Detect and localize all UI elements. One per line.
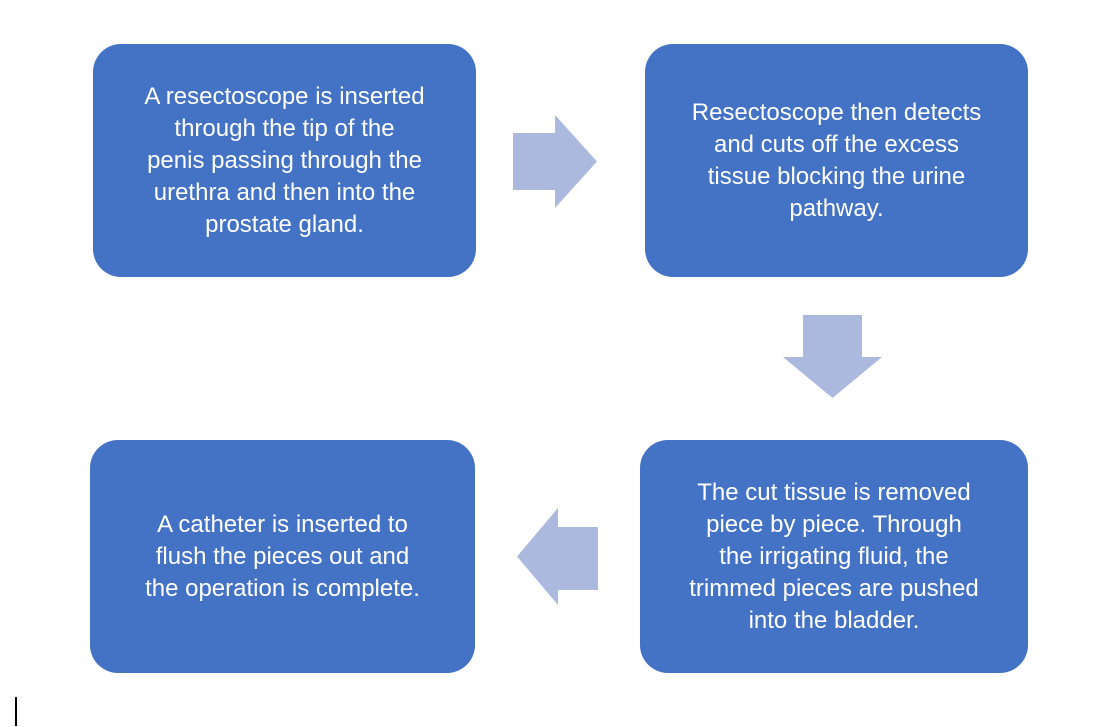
flow-step-2[interactable]: Resectoscope then detects and cuts off t… [645,44,1028,277]
arrow-down-icon[interactable] [783,315,882,398]
flow-step-1[interactable]: A resectoscope is inserted through the t… [93,44,476,277]
flow-step-3-text: The cut tissue is removed piece by piece… [689,478,979,634]
flow-step-4[interactable]: A catheter is inserted to flush the piec… [90,440,475,673]
flow-step-3[interactable]: The cut tissue is removed piece by piece… [640,440,1028,673]
flow-step-2-text: Resectoscope then detects and cuts off t… [691,98,982,222]
arrow-right-icon[interactable] [513,115,597,208]
text-cursor [15,697,17,726]
arrow-left-icon[interactable] [517,508,598,605]
flow-step-1-text: A resectoscope is inserted through the t… [144,82,425,238]
flow-step-4-text: A catheter is inserted to flush the piec… [145,510,420,602]
